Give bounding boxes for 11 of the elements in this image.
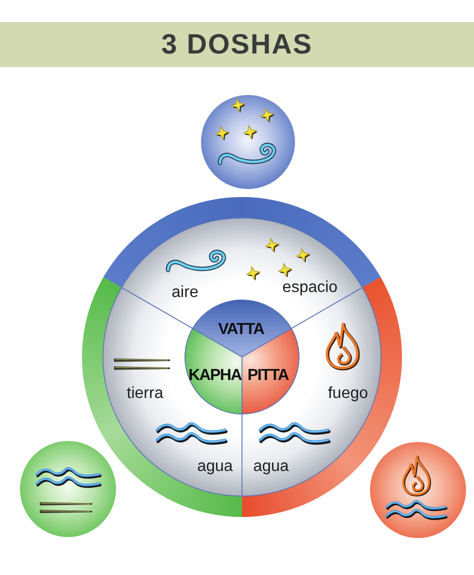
element-label: espacio [282, 279, 338, 297]
element-label: agua [253, 458, 289, 476]
element-label: fuego [328, 385, 368, 403]
element-label: tierra [126, 385, 164, 403]
center-sector [192, 300, 292, 357]
dosha-label: KAPHA [188, 367, 242, 385]
element-label: agua [197, 458, 233, 476]
dosha-label: VATTA [218, 321, 264, 339]
title: 3 DOSHAS [161, 29, 313, 60]
element-label: aire [172, 284, 198, 302]
dosha-label: PITTA [247, 367, 289, 385]
